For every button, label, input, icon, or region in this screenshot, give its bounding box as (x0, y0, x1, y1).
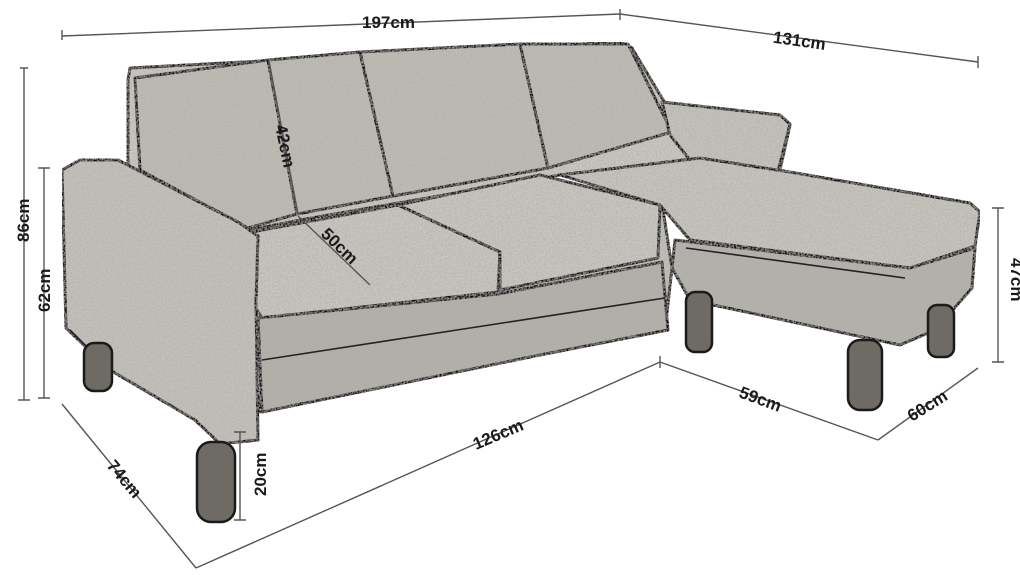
label-chaise-depth: 131cm (772, 28, 827, 54)
label-total-width: 197cm (362, 13, 415, 32)
leg-front-center (195, 440, 237, 524)
leg-chaise-back (684, 290, 714, 354)
leg-chaise-right (926, 303, 956, 359)
dimension-lines (18, 9, 1004, 569)
label-sofa-length: 126cm (470, 416, 526, 454)
back-cushion-mid-right (358, 42, 550, 198)
sofa-legs (82, 290, 956, 524)
chaise-top (558, 156, 982, 270)
sofa-front-base (256, 260, 670, 414)
label-chaise-width: 60cm (904, 386, 951, 425)
leg-front-left (82, 341, 114, 393)
label-chaise-length: 59cm (737, 383, 784, 416)
label-total-height: 86cm (14, 199, 33, 242)
label-leg-height: 20cm (251, 453, 270, 496)
label-arm-height: 62cm (35, 269, 54, 312)
back-cushion-left (133, 58, 299, 230)
label-seat-depth: 74cm (103, 456, 146, 502)
leg-chaise-front (846, 338, 884, 412)
sofa-illustration (60, 40, 982, 446)
label-chaise-height: 47cm (1007, 258, 1020, 301)
seat-cushion-right (396, 173, 662, 292)
